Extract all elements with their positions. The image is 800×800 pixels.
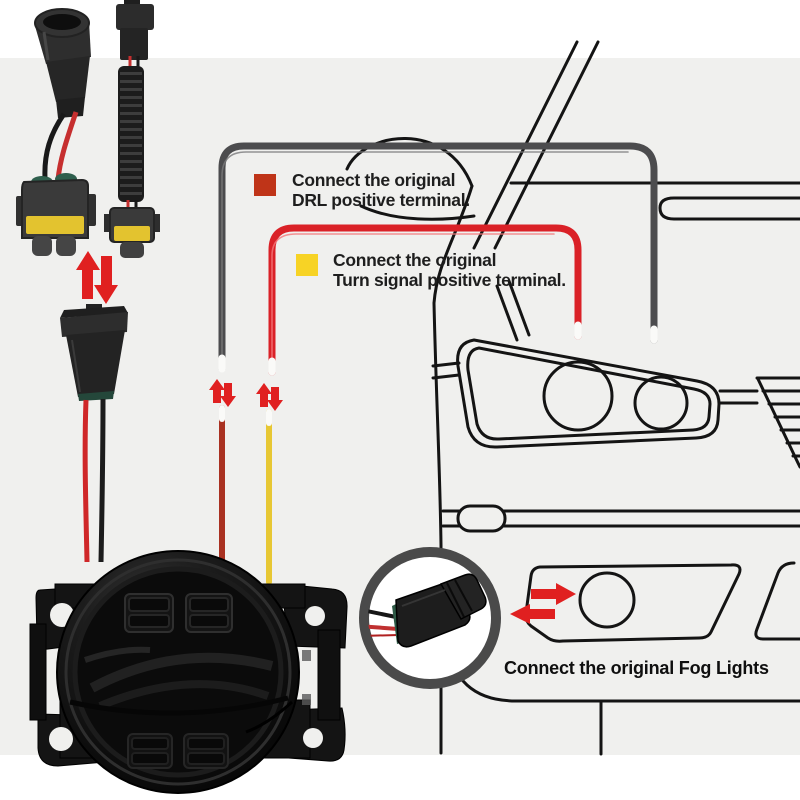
turn-legend-line2: Turn signal positive terminal. — [333, 270, 566, 290]
mount-hole — [305, 606, 325, 626]
harness-wires — [218, 142, 658, 585]
headlight-projector-large — [542, 360, 614, 432]
drl-legend-line2: DRL positive terminal. — [292, 190, 470, 210]
fog-bezel-outline — [524, 563, 742, 643]
wheel-arch-line — [345, 137, 474, 188]
power-wire-red — [82, 399, 90, 563]
fender-headlight-ticks — [431, 361, 461, 380]
fog-lights-caption: Connect the original Fog Lights — [504, 658, 769, 678]
turn-legend-line1: Connect the original — [333, 250, 497, 270]
fog-lamp-photo — [29, 550, 348, 794]
insert-arrows-icon — [510, 583, 576, 624]
adapter-plug-photo-left — [16, 8, 96, 256]
front-edge-line — [432, 184, 474, 755]
led-modules-top — [124, 593, 233, 633]
splice-arrows-turn-icon — [256, 383, 283, 411]
drl-wire — [218, 142, 658, 372]
drl-legend-line1: Connect the original — [292, 170, 456, 190]
turn-legend-swatch — [296, 254, 318, 276]
mount-hole — [49, 727, 73, 751]
headlight-inner-outline — [466, 346, 712, 441]
turn-signal-wire — [268, 224, 582, 376]
car-front-outline-drawing — [345, 40, 800, 756]
fender-crease-lines — [495, 279, 531, 342]
drl-legend-swatch — [254, 174, 276, 196]
adapter-plug-photo-right — [104, 0, 160, 258]
bumper-side-marker — [456, 504, 507, 533]
right-bezel-outline — [754, 561, 800, 641]
power-wire-black — [98, 398, 106, 563]
fog-connector-inset — [359, 547, 501, 689]
grille-hatch — [755, 376, 800, 469]
fog-light-plug-photo — [60, 304, 128, 563]
splice-arrows-drl-icon — [209, 379, 236, 407]
headlight-grille-links — [718, 389, 759, 405]
fog-bezel-opening — [578, 571, 636, 629]
mount-hole — [303, 728, 323, 748]
swap-arrows-icon — [76, 251, 118, 304]
led-modules-bottom — [127, 733, 229, 769]
turn-legend-label: Connect the original Turn signal positiv… — [333, 250, 566, 290]
drl-legend-label: Connect the original DRL positive termin… — [292, 170, 470, 210]
headlight-projector-small — [633, 375, 689, 431]
hood-cut-line — [359, 204, 476, 221]
hood-gap-line — [658, 196, 800, 221]
headlight-outline — [456, 338, 721, 449]
